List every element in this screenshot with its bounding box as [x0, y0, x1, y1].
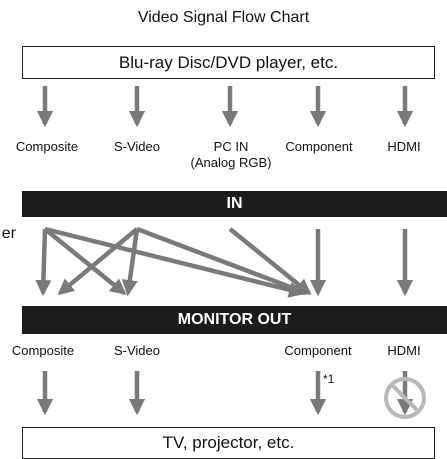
arrow-composite-in-to-svideo-out	[43, 227, 127, 296]
input-label-svideo: S-Video	[113, 139, 160, 154]
arrow-svideo-in-to-component-out	[136, 226, 310, 296]
arrow-pc-in-to-component-out	[228, 227, 312, 296]
source-device-box: Blu-ray Disc/DVD player, etc.	[22, 46, 435, 79]
output-label-hdmi: HDMI	[387, 343, 421, 358]
cropped-text-fragment: er	[1, 225, 16, 242]
input-label-analog-rgb: (Analog RGB)	[190, 155, 272, 170]
output-label-composite: Composite	[11, 343, 75, 358]
arrow-svideo-in-to-composite-out	[57, 227, 139, 296]
monitor-out-bar: MONITOR OUT	[22, 306, 447, 334]
arrow-composite-in-to-composite-out	[35, 228, 52, 297]
arrow-composite-in-to-component-out	[44, 226, 306, 298]
no-sign-icon	[384, 377, 426, 419]
input-label-pc-in: PC IN	[213, 139, 249, 154]
input-label-component: Component	[285, 139, 353, 154]
in-bar: IN	[22, 191, 447, 217]
output-label-svideo: S-Video	[113, 343, 160, 358]
input-label-composite: Composite	[15, 139, 79, 154]
footnote-marker: *1	[323, 372, 335, 386]
diagram-title: Video Signal Flow Chart	[137, 9, 310, 26]
output-label-component: Component	[284, 343, 352, 358]
arrow-svideo-in-to-svideo-out	[121, 228, 140, 297]
output-device-box: TV, projector, etc.	[22, 427, 435, 459]
input-label-hdmi: HDMI	[387, 139, 421, 154]
